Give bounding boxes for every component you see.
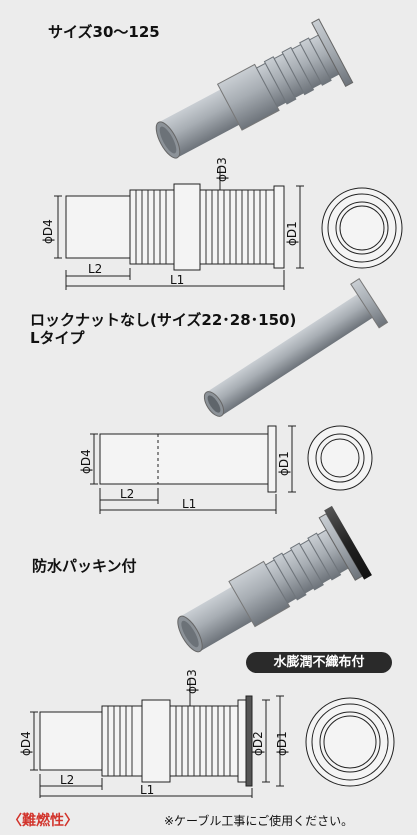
dim-d3-3: ϕD3 <box>185 669 199 694</box>
dim-d4-2: ϕD4 <box>79 449 93 474</box>
section-2-subtitle: Lタイプ <box>30 329 85 347</box>
dim-l1-1: L1 <box>170 273 184 287</box>
dim-d2-3: ϕD2 <box>251 731 265 756</box>
section-3-title: 防水パッキン付 <box>32 557 137 575</box>
dim-l1-3: L1 <box>140 783 154 797</box>
usage-note: ※ケーブル工事にご使用ください。 <box>164 814 354 828</box>
dim-l2-1: L2 <box>88 262 102 276</box>
dim-l1-2: L1 <box>182 497 196 511</box>
flame-retardant-label: 〈難燃性〉 <box>8 813 78 829</box>
badge-nonwoven: 水膨潤不織布付 <box>246 652 392 673</box>
dim-l2-3: L2 <box>60 773 74 787</box>
dim-d4-1: ϕD4 <box>41 219 55 244</box>
dim-l2-2: L2 <box>120 487 134 501</box>
dim-d1-2: ϕD1 <box>277 451 291 476</box>
dim-d1-1: ϕD1 <box>285 221 299 246</box>
dim-d3-1: ϕD3 <box>215 157 229 182</box>
section-2-title: ロックナットなし(サイズ22･28･150) <box>30 311 297 329</box>
dim-d1-3: ϕD1 <box>275 731 289 756</box>
section-1-title: サイズ30〜125 <box>48 23 160 41</box>
dim-d4-3: ϕD4 <box>19 731 33 756</box>
